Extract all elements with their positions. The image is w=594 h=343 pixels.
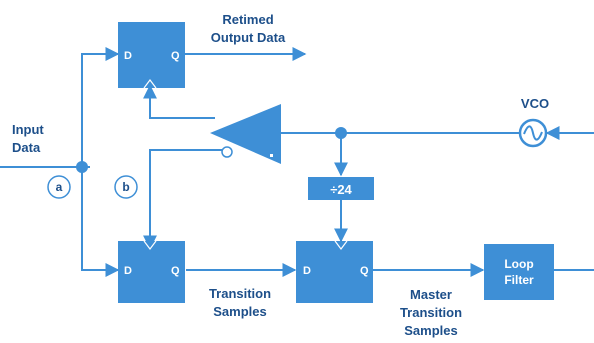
master-label-line3: Samples (404, 323, 457, 338)
bottom-branch-wire (81, 167, 120, 277)
flipflop-master (296, 241, 373, 303)
amplifier-inverting-bubble (221, 146, 233, 158)
retimed-label-line2: Output Data (211, 30, 286, 45)
flipflop-top-q-label: Q (171, 50, 180, 62)
master-label-line1: Master (410, 287, 452, 302)
node-b-label: b (122, 180, 129, 194)
divider-block (308, 177, 374, 200)
flipflop-bottom-q-label: Q (171, 265, 180, 277)
node-b-marker (114, 175, 138, 199)
master-label-line2: Transition (400, 305, 462, 320)
loop-filter-label-line1: Loop (504, 257, 533, 271)
flipflop-bottom (118, 241, 185, 303)
flipflop-top (118, 22, 185, 88)
node-a-label: a (56, 180, 63, 194)
flipflop-master-clock-notch (334, 240, 348, 250)
vco-sine-icon (523, 125, 543, 141)
loop-filter-label-line2: Filter (504, 273, 534, 287)
clock-wire-bottom (143, 149, 223, 250)
vco-junction-dot (335, 127, 347, 139)
amplifier-triangle (210, 104, 281, 164)
input-junction-dot (76, 161, 88, 173)
divider-label: ÷24 (330, 182, 352, 197)
node-a-marker (47, 175, 71, 199)
flipflop-top-clock-notch (143, 79, 157, 89)
flipflop-bottom-d-label: D (124, 265, 132, 277)
transition-label-line1: Transition (209, 286, 271, 301)
clock-wire-top (143, 84, 215, 119)
input-label-line2: Data (12, 140, 41, 155)
flipflop-bottom-clock-notch (143, 240, 157, 250)
transition-label-line2: Samples (213, 304, 266, 319)
input-label-line1: Input (12, 122, 44, 137)
retimed-label-line1: Retimed (222, 12, 273, 27)
flipflop-master-q-label: Q (360, 265, 369, 277)
flipflop-master-d-label: D (303, 265, 311, 277)
flipflop-top-d-label: D (124, 50, 132, 62)
loop-filter-block (484, 244, 554, 300)
top-branch-wire (81, 47, 120, 167)
amplifier-output-tick (270, 154, 273, 157)
vco-label: VCO (521, 96, 549, 111)
